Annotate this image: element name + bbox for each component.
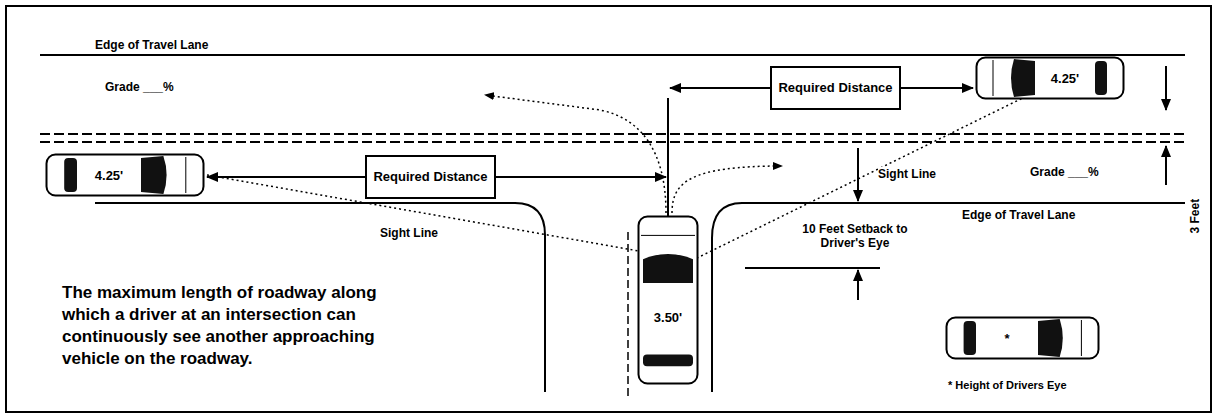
eye-height: 3.50': [653, 310, 683, 325]
frame-border: [6, 6, 1211, 412]
car-body: [47, 155, 204, 196]
annotation-label: Sight Line: [878, 167, 936, 181]
edge-line: [712, 203, 1185, 392]
distance-box: Required Distance: [365, 155, 496, 199]
rear-window: [643, 354, 693, 366]
car-hood: [993, 60, 994, 96]
rear-window: [964, 321, 976, 355]
eye-height: 4.25': [94, 168, 124, 183]
vehicle: 3.50': [637, 215, 699, 385]
distance-arrow: [670, 87, 770, 89]
turn-path: [485, 95, 666, 213]
turn-path: [672, 166, 782, 213]
car-body: [639, 217, 698, 384]
vehicle: 4.25': [45, 153, 205, 197]
distance-arrow: [901, 87, 973, 89]
car-hood: [1081, 320, 1082, 356]
center-line: [40, 133, 1185, 135]
rear-window: [64, 158, 77, 192]
annotation-label: Grade ___%: [1030, 165, 1099, 179]
distance-arrow: [207, 176, 365, 178]
vehicle: *: [945, 316, 1100, 360]
sight-line: [697, 92, 1035, 258]
annotation-label: Grade ___%: [105, 80, 174, 94]
dimension-arrow: [857, 270, 859, 300]
dimension-arrow: [857, 148, 859, 201]
center-line: [40, 141, 1185, 143]
car-shape: [945, 316, 1100, 360]
minor-center-line: [627, 232, 629, 398]
annotation-label: Edge of Travel Lane: [962, 208, 1075, 222]
car-hood: [185, 157, 186, 193]
annotation-label: * Height of Drivers Eye: [948, 379, 1067, 392]
rear-window: [1095, 61, 1107, 95]
annotation-label: The maximum length of roadway along whic…: [62, 282, 402, 370]
vehicle: 4.25': [975, 56, 1125, 100]
windshield: [1038, 319, 1063, 357]
setback-line: [745, 267, 880, 269]
annotation-label: 3 Feet: [1188, 191, 1202, 241]
windshield: [141, 156, 167, 194]
windshield: [643, 254, 693, 283]
car-shape: [637, 215, 699, 385]
car-body: [977, 58, 1124, 99]
eye-height: 4.25': [1050, 71, 1080, 86]
dimension-arrow: [1165, 146, 1167, 185]
dimension-arrow: [1165, 66, 1167, 110]
car-shape: [45, 153, 205, 197]
annotation-label: 10 Feet Setback to Driver's Eye: [790, 222, 920, 251]
eye-height: *: [1003, 331, 1010, 346]
box-label: Required Distance: [367, 168, 493, 187]
edge-line: [40, 54, 1185, 56]
windshield: [1011, 59, 1035, 97]
annotation-label: Edge of Travel Lane: [95, 38, 208, 52]
distance-arrow: [490, 176, 666, 178]
car-hood: [641, 235, 695, 236]
box-label: Required Distance: [772, 79, 898, 98]
car-body: [947, 318, 1099, 359]
distance-box: Required Distance: [770, 66, 901, 110]
annotation-label: Sight Line: [380, 226, 438, 240]
